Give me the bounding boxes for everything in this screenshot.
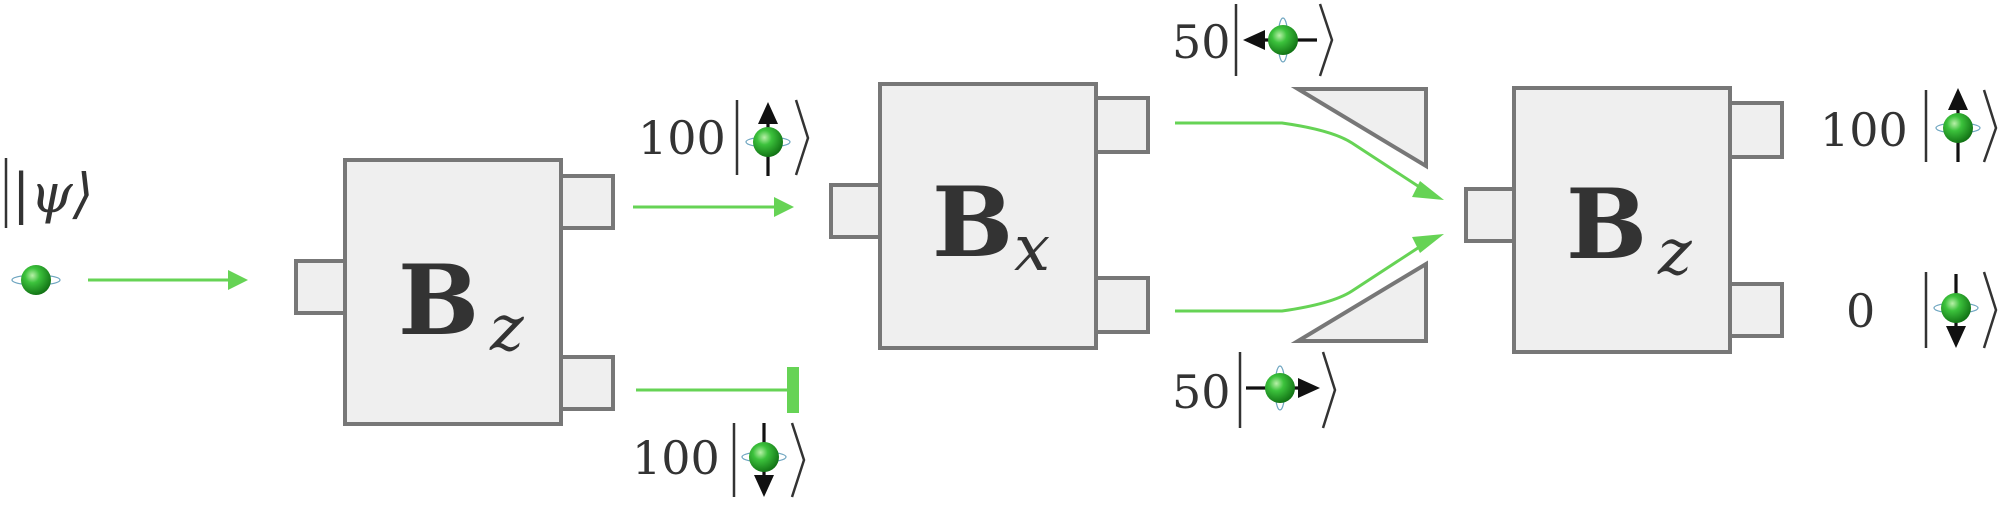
device-1-upper-port: [559, 174, 615, 230]
device-bx: B x: [829, 82, 1150, 350]
upper-deflector: [1290, 87, 1428, 170]
device-1-down-beam-blocked: [636, 367, 799, 413]
device-3-upper-port: [1728, 101, 1784, 159]
device-3-up-output: 100: [1820, 88, 1998, 163]
spin-right-arrow-icon: [1246, 365, 1320, 411]
device-1-body: [343, 158, 563, 426]
device-3-up-count: 100: [1820, 103, 1908, 157]
spin-down-arrow-icon: [1933, 274, 1979, 348]
device-2-body: [878, 82, 1098, 350]
device-2-subscript: x: [1014, 212, 1050, 286]
device-2-right-output: 50: [1172, 351, 1337, 429]
device-3-subscript: z: [1657, 216, 1693, 290]
input-beam: [88, 270, 248, 290]
device-2-upper-beam: [1175, 121, 1444, 200]
device-3-input-port: [1464, 187, 1518, 243]
device-1-up-count: 100: [638, 111, 726, 165]
input-state-ket: |ψ⟩: [4, 158, 94, 228]
spin-up-arrow-icon: [745, 102, 791, 176]
device-3-down-count: 0: [1846, 284, 1875, 338]
device-2-input-port: [829, 183, 883, 239]
device-3-down-output: 0: [1846, 271, 1998, 349]
input-psi-label: |ψ⟩: [12, 162, 94, 225]
device-1-subscript: z: [489, 292, 525, 366]
spin-left-arrow-icon: [1243, 17, 1317, 63]
device-1-down-output: 100: [632, 422, 806, 498]
device-bz-1: B z: [294, 158, 615, 426]
device-2-right-count: 50: [1172, 365, 1231, 419]
device-3-label: B: [1566, 168, 1647, 281]
spin-down-arrow-icon: [741, 423, 787, 497]
device-1-input-port: [294, 259, 348, 315]
device-2-left-count: 50: [1172, 15, 1231, 69]
device-3-lower-port: [1728, 282, 1784, 338]
spin-up-arrow-icon: [1935, 88, 1981, 162]
device-3-body: [1512, 86, 1732, 354]
device-bz-2: B z: [1464, 86, 1784, 354]
beam-blocker: [787, 367, 799, 413]
device-2-lower-beam: [1175, 234, 1444, 313]
device-2-lower-port: [1094, 276, 1150, 334]
device-1-down-count: 100: [632, 431, 720, 485]
device-2-upper-port: [1094, 96, 1150, 154]
device-1-lower-port: [559, 355, 615, 411]
device-2-left-output: 50: [1172, 3, 1334, 77]
spin-particle-icon: [11, 265, 61, 295]
lower-deflector: [1290, 260, 1428, 343]
device-2-label: B: [932, 166, 1013, 279]
device-1-label: B: [398, 244, 479, 357]
device-1-up-output: 100: [638, 99, 810, 176]
device-1-up-beam: [633, 197, 794, 217]
